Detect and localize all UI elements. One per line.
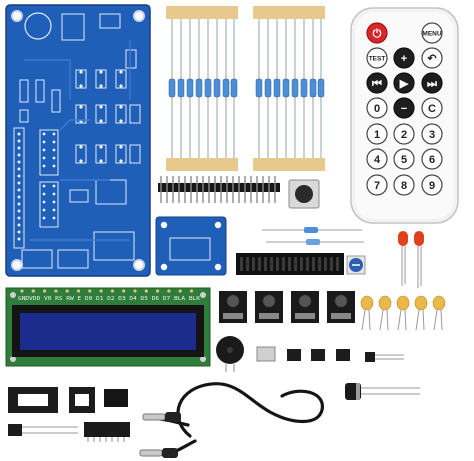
power-icon: ⏻ bbox=[373, 27, 382, 40]
remote-button-1: 1 bbox=[366, 123, 388, 145]
play-icon: ▶ bbox=[399, 78, 409, 90]
header-socket bbox=[252, 257, 255, 271]
remote-minus-button: − bbox=[393, 97, 415, 119]
lcd-pin-labels: GNDVDD V0 RS RW E D0 D1 D2 D3 D4 D5 D6 D… bbox=[18, 296, 201, 302]
tactile-push-button bbox=[288, 179, 320, 209]
remote-label: 2 bbox=[401, 129, 407, 141]
remote-label: 5 bbox=[401, 154, 407, 166]
lcd-1602-module bbox=[5, 287, 211, 367]
ir-receiver-and-chips bbox=[8, 422, 130, 442]
lcd-pad bbox=[122, 289, 126, 293]
remote-label: C bbox=[428, 103, 436, 115]
remote-button-test: TEST bbox=[366, 47, 388, 69]
header-socket bbox=[336, 257, 339, 271]
lcd-pad bbox=[178, 289, 182, 293]
header-socket bbox=[324, 257, 327, 271]
lcd-pad bbox=[99, 289, 103, 293]
lcd-pad bbox=[189, 289, 194, 293]
remote-label: 7 bbox=[374, 180, 380, 192]
main-pcb bbox=[5, 4, 151, 277]
female-pin-header bbox=[236, 253, 344, 275]
minus-icon: − bbox=[401, 103, 407, 115]
remote-next-button: ⏭ bbox=[421, 72, 443, 94]
remote-label: TEST bbox=[369, 56, 386, 63]
remote-label: 9 bbox=[429, 180, 435, 192]
remote-play-button: ▶ bbox=[393, 72, 415, 94]
remote-label: 6 bbox=[429, 154, 435, 166]
header-socket bbox=[270, 257, 273, 271]
remote-label: 0 bbox=[374, 103, 380, 115]
resistor-strip-left bbox=[166, 6, 238, 171]
header-socket bbox=[306, 257, 309, 271]
header-socket bbox=[282, 257, 285, 271]
ceramic-capacitors bbox=[360, 295, 446, 331]
remote-button-c: C bbox=[421, 97, 443, 119]
header-socket bbox=[288, 257, 291, 271]
header-socket bbox=[330, 257, 333, 271]
remote-label: 1 bbox=[374, 129, 380, 141]
lcd-pad bbox=[20, 289, 24, 293]
header-socket bbox=[264, 257, 267, 271]
lcd-pad bbox=[76, 289, 81, 293]
remote-prev-button: ⏮ bbox=[366, 72, 388, 94]
lcd-pad bbox=[88, 289, 92, 293]
remote-plus-button: + bbox=[393, 47, 415, 69]
remote-button-8: 8 bbox=[393, 174, 415, 196]
potentiometer bbox=[346, 255, 366, 275]
remote-label: 4 bbox=[374, 154, 381, 166]
header-socket bbox=[258, 257, 261, 271]
header-socket bbox=[312, 257, 315, 271]
male-pin-header bbox=[158, 176, 280, 203]
lcd-pad bbox=[43, 289, 47, 293]
audio-plugs bbox=[139, 412, 181, 458]
audio-jacks bbox=[219, 291, 355, 323]
audio-cable bbox=[158, 382, 324, 456]
remote-label: 8 bbox=[401, 180, 407, 192]
back-icon: ↶ bbox=[426, 53, 437, 65]
header-socket bbox=[300, 257, 303, 271]
buzzer bbox=[216, 336, 244, 372]
resistor-strip-right bbox=[253, 6, 325, 171]
red-leds bbox=[398, 231, 424, 288]
header-socket bbox=[240, 257, 243, 271]
lcd-pad bbox=[65, 289, 69, 293]
remote-button-7: 7 bbox=[366, 174, 388, 196]
lcd-pad bbox=[54, 289, 58, 293]
remote-button-grid: ⏻ MENU TEST + ↶ ⏮ ▶ ⏭ 0 − C 1 2 3 4 5 6 7 8 9 bbox=[366, 22, 443, 196]
lcd-pad bbox=[133, 289, 137, 293]
prev-icon: ⏮ bbox=[372, 78, 382, 90]
header-socket bbox=[294, 257, 297, 271]
remote-label: 3 bbox=[429, 129, 435, 141]
remote-button-menu: MENU bbox=[421, 22, 443, 44]
remote-button-2: 2 bbox=[393, 123, 415, 145]
small-switches bbox=[256, 346, 404, 362]
remote-label: MENU bbox=[422, 31, 441, 38]
plus-icon: + bbox=[401, 53, 407, 65]
remote-button-5: 5 bbox=[393, 148, 415, 170]
lcd-pad bbox=[31, 289, 35, 293]
lcd-pad bbox=[110, 289, 114, 293]
remote-button-9: 9 bbox=[421, 174, 443, 196]
remote-button-4: 4 bbox=[366, 148, 388, 170]
lcd-pad bbox=[144, 289, 148, 293]
lcd-pad bbox=[156, 289, 160, 293]
header-socket bbox=[276, 257, 279, 271]
next-icon: ⏭ bbox=[427, 78, 437, 90]
remote-button-3: 3 bbox=[421, 123, 443, 145]
relay-module-pcb bbox=[155, 216, 227, 276]
electrolytic-capacitor bbox=[345, 383, 420, 400]
remote-power-button: ⏻ bbox=[366, 22, 388, 44]
loose-resistors bbox=[262, 227, 364, 245]
remote-button-0: 0 bbox=[366, 97, 388, 119]
lcd-pad bbox=[167, 289, 171, 293]
remote-button-6: 6 bbox=[421, 148, 443, 170]
header-socket bbox=[246, 257, 249, 271]
ic-sockets bbox=[8, 387, 128, 413]
header-socket bbox=[318, 257, 321, 271]
remote-back-button: ↶ bbox=[421, 47, 443, 69]
